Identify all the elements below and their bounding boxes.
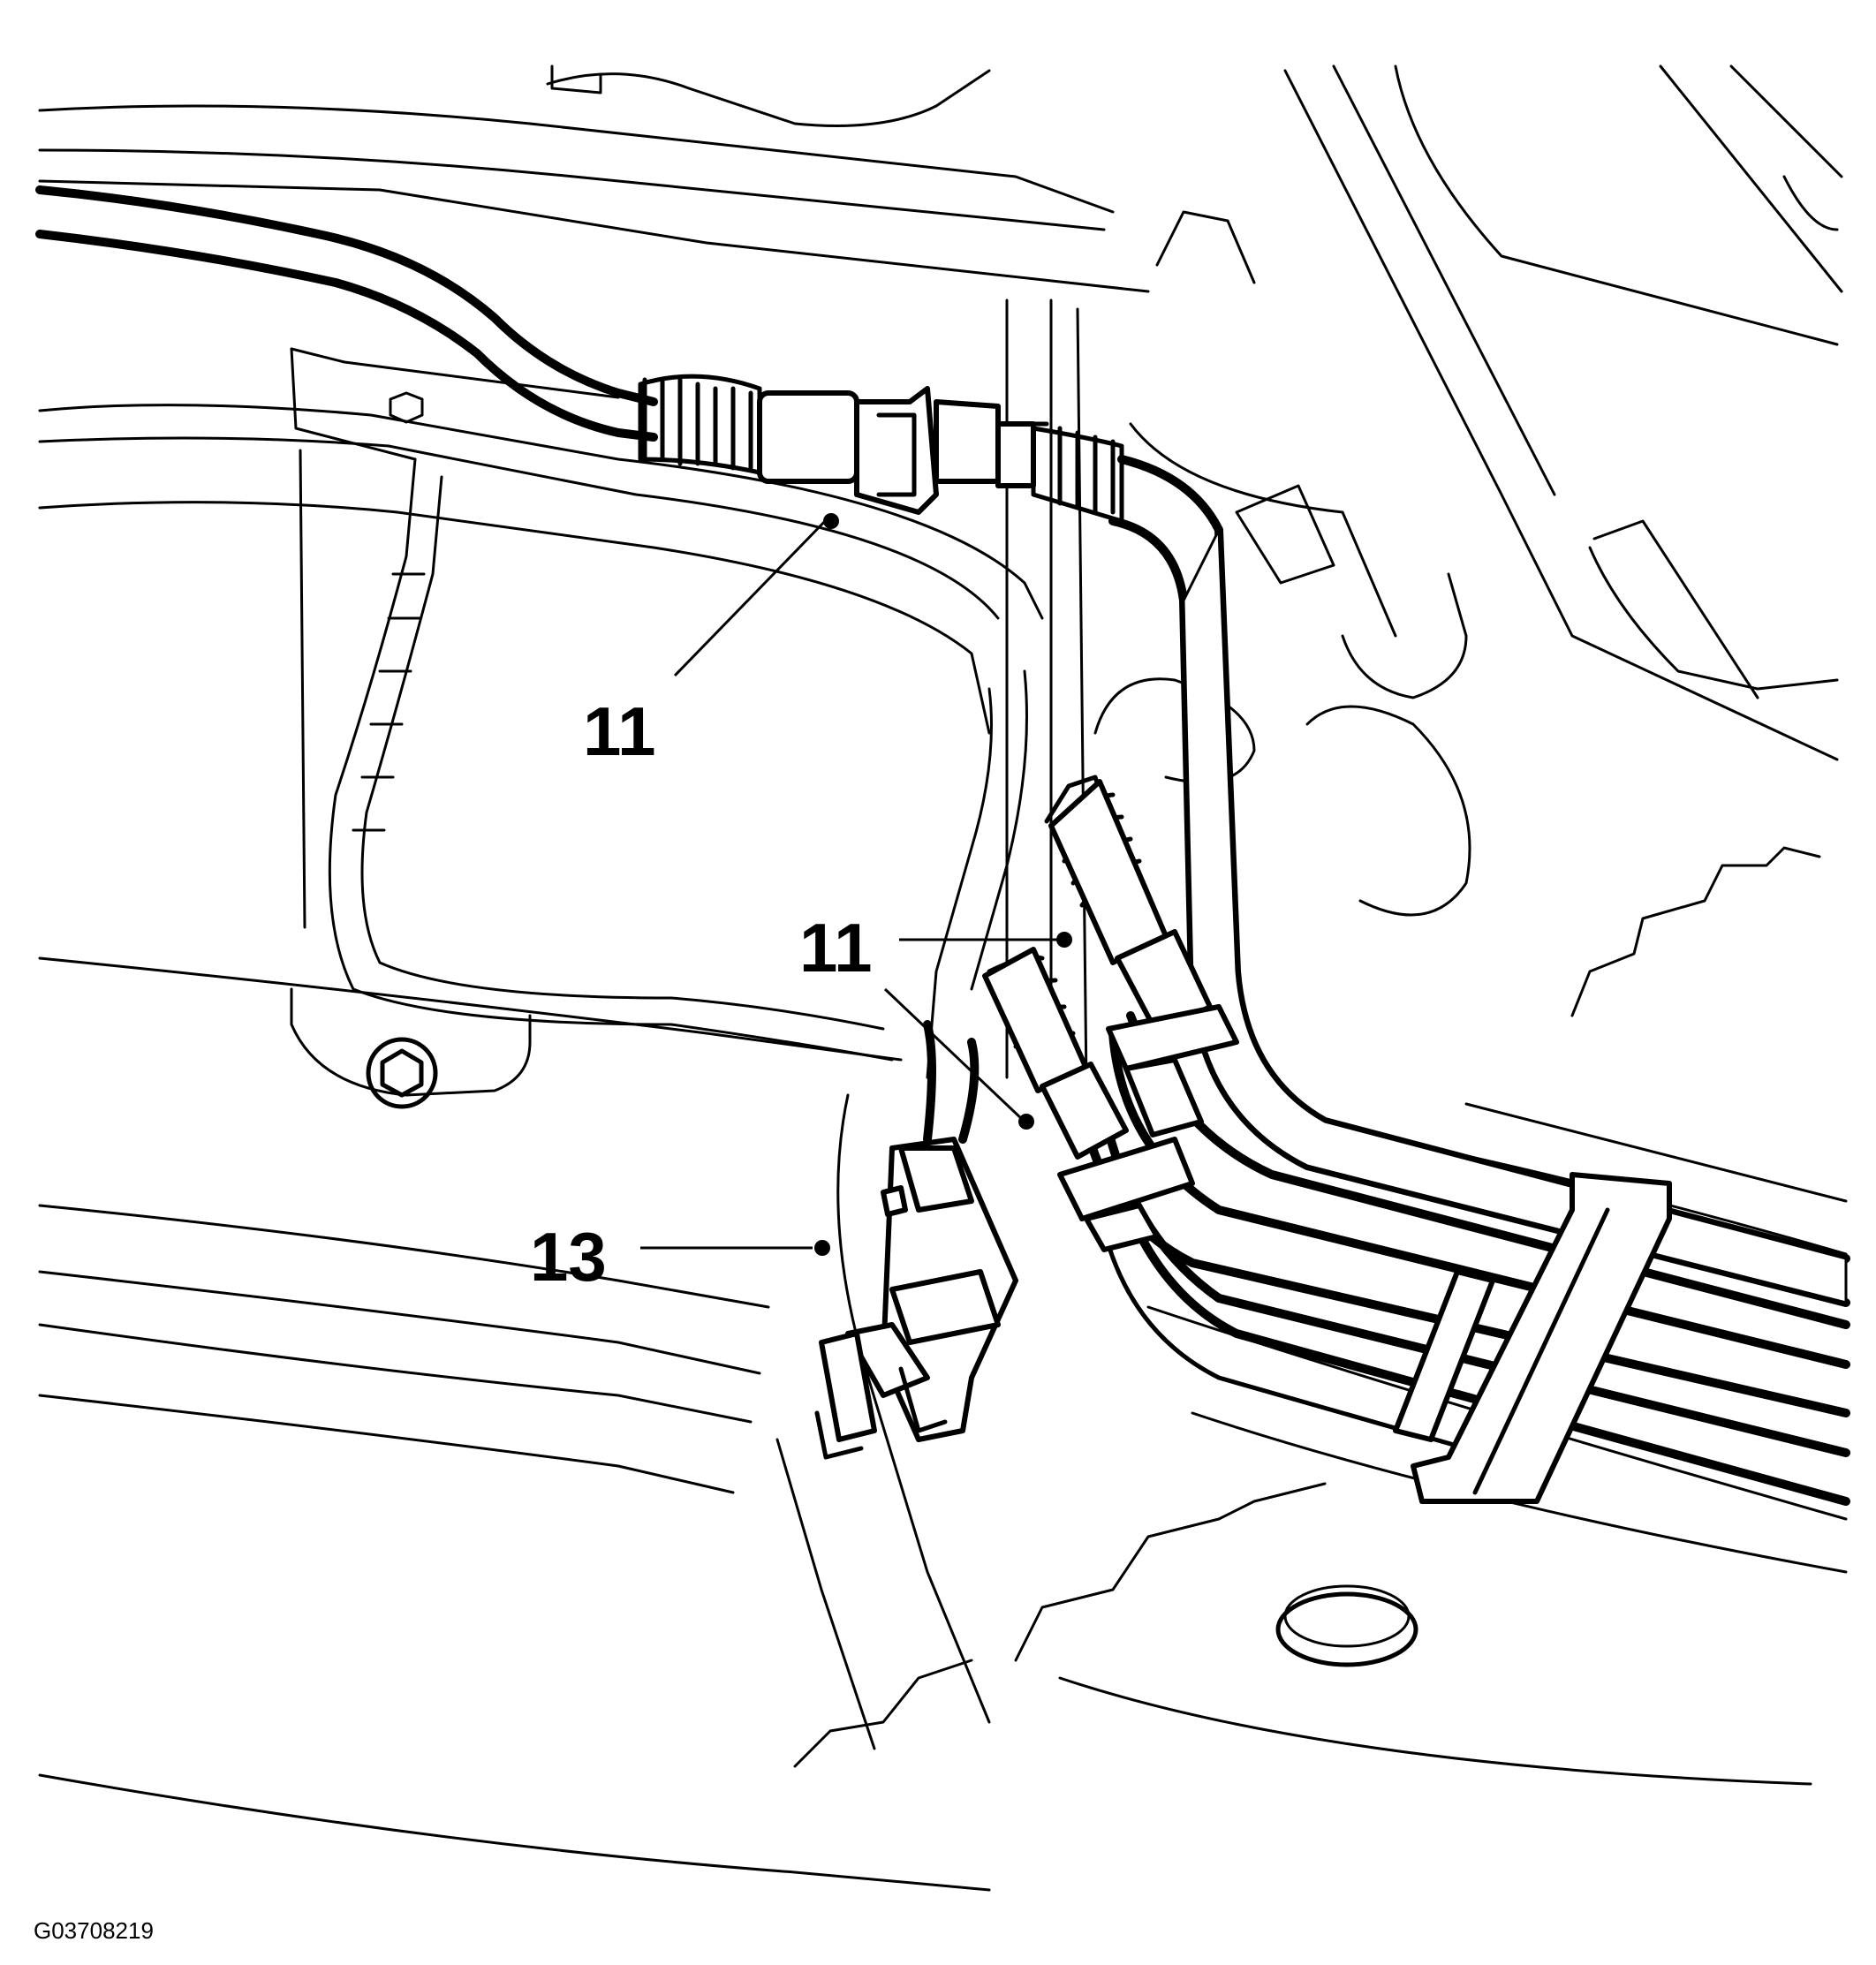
upper-wiring-harness [35,185,762,475]
vehicle-body-outline [38,64,1848,1892]
upper-oxygen-sensor-connector [757,386,1124,524]
callout-label-lower: 13 [530,1218,607,1296]
middle-oxygen-sensor-connectors [926,669,1239,1252]
harness-clamp [1393,1172,1672,1504]
callout-label-middle: 11 [799,909,872,986]
callout-leaders [640,513,1072,1256]
figure-id: G03708219 [34,1917,154,1944]
lower-connector [814,1020,1018,1460]
callout-label-upper: 11 [583,692,655,770]
